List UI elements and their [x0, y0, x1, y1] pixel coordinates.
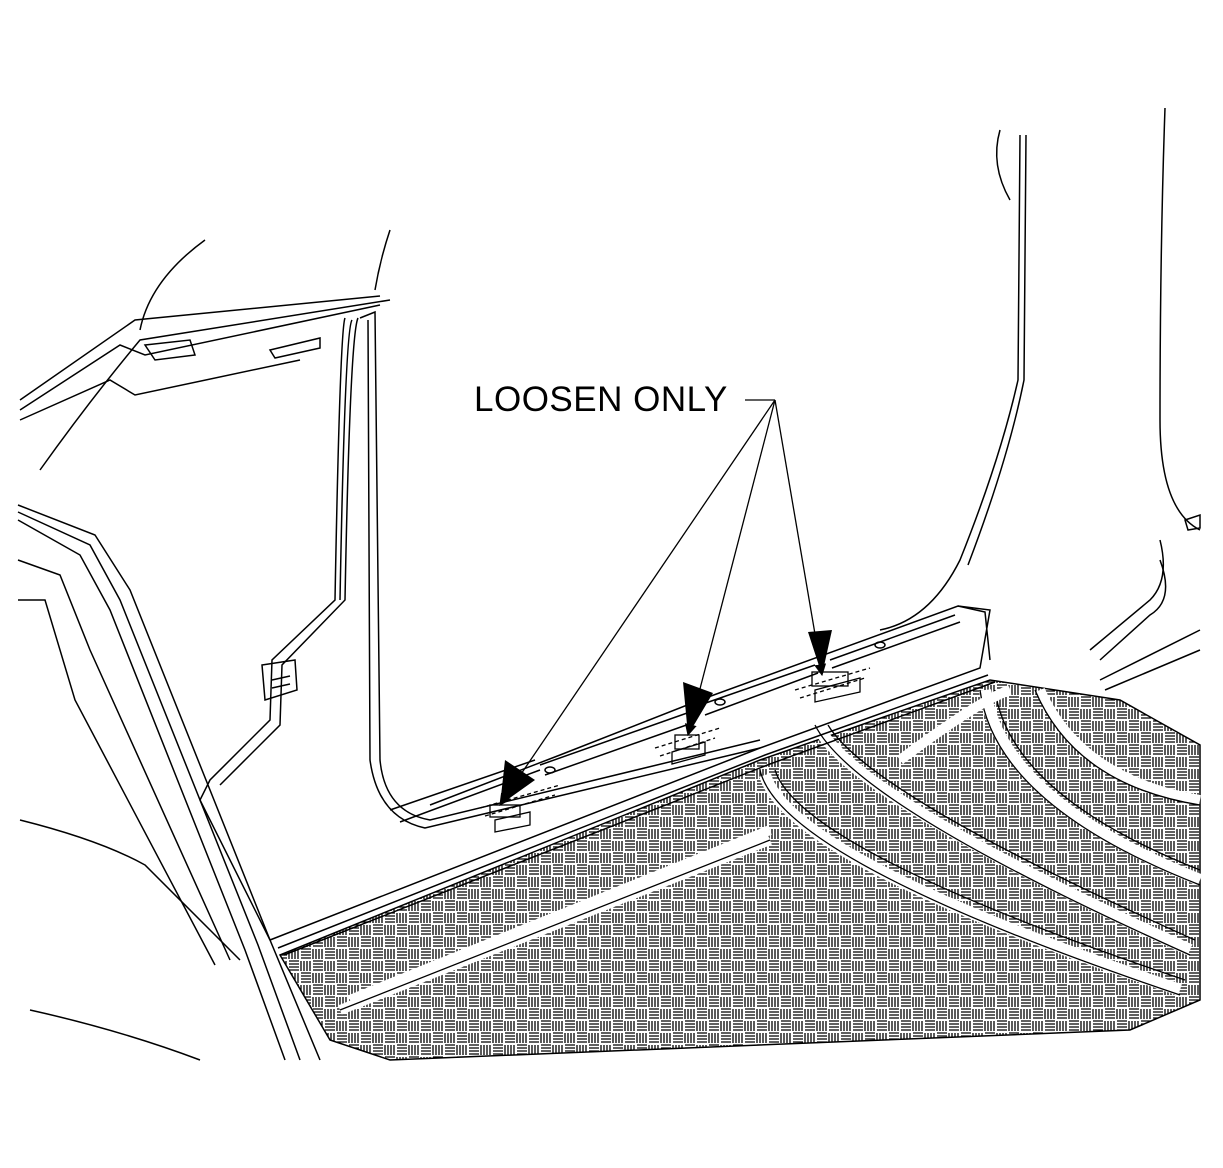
arrowhead-icon — [683, 682, 713, 735]
door-sill-plate — [269, 605, 996, 956]
leader-arrow-1 — [499, 399, 776, 806]
fastener-clip-3 — [794, 667, 871, 703]
rear-door-frame — [17, 229, 391, 1061]
front-door-frame — [879, 107, 1201, 691]
leader-arrow-2 — [684, 399, 776, 737]
callout-leaders — [499, 399, 827, 806]
leader-arrow-3 — [774, 399, 827, 677]
loosen-only-callout: LOOSEN ONLY — [474, 380, 728, 419]
b-pillar-trim — [199, 310, 761, 941]
arrowhead-icon — [808, 630, 832, 675]
floor-carpet — [278, 679, 1203, 1061]
arrowheads — [500, 630, 832, 805]
arrowhead-icon — [500, 760, 535, 805]
